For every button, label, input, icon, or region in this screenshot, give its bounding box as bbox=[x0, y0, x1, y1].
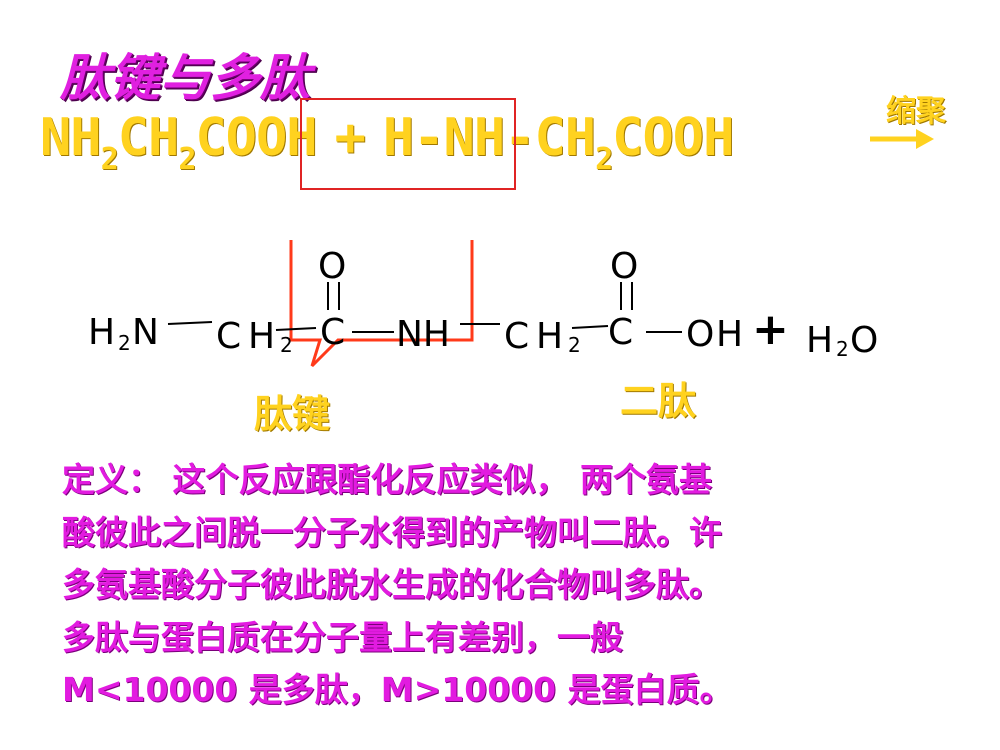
atom-h-amino: H bbox=[88, 312, 115, 353]
atom-c2: C bbox=[504, 316, 529, 357]
reaction-arrow-icon bbox=[870, 129, 934, 149]
definition-line: 多氨基酸分子彼此脱水生成的化合物叫多肽。 bbox=[62, 565, 722, 604]
bond-lines bbox=[167, 282, 682, 333]
atom-o-hydroxyl: O bbox=[686, 314, 714, 355]
atom-o-carbonyl-1: O bbox=[318, 246, 346, 287]
water-o: O bbox=[850, 320, 878, 361]
atom-o-carbonyl-2: O bbox=[610, 246, 638, 287]
reactant1-sub1: 2 bbox=[100, 142, 119, 177]
subscript-2-ch2-2: 2 bbox=[568, 333, 581, 357]
subscript-2-ch2-1: 2 bbox=[280, 333, 293, 357]
reactant2-cooh: COOH bbox=[612, 108, 734, 168]
atom-c-carbonyl-2: C bbox=[608, 312, 633, 353]
definition-line: 酸彼此之间脱一分子水得到的产物叫二肽。许 bbox=[62, 512, 722, 552]
peptide-bond-callout bbox=[289, 240, 474, 368]
reactant1-ch: CH bbox=[117, 108, 180, 168]
reaction-plus: + bbox=[334, 108, 366, 168]
atom-h-hydroxyl: H bbox=[716, 314, 743, 355]
peptide-bond-label: 肽键 bbox=[254, 392, 331, 436]
definition-line: 多肽与蛋白质在分子量上有差别，一般 bbox=[62, 617, 623, 657]
reactant2-nhch: NH-CH bbox=[443, 108, 597, 168]
atom-c1: C bbox=[216, 316, 241, 357]
highlight-box-water-removal bbox=[300, 98, 516, 190]
atom-n-amino: N bbox=[132, 312, 159, 353]
atom-h-ch2-2: H bbox=[536, 316, 563, 357]
definition-text: 定义： 这个反应跟酯化反应类似， 两个氨基 酸彼此之间脱一分子水得到的产物叫二肽… bbox=[62, 454, 962, 717]
reaction-condition: 缩聚 bbox=[886, 94, 946, 129]
dipeptide-label: 二肽 bbox=[620, 379, 697, 423]
reactant1-nh: NH bbox=[40, 108, 102, 168]
definition-line: 定义： 这个反应跟酯化反应类似， 两个氨基 bbox=[62, 460, 712, 499]
definition-line: M<10000 是多肽，M>10000 是蛋白质。 bbox=[62, 670, 733, 709]
page-title: 肽键与多肽 bbox=[60, 49, 310, 107]
dipeptide-structure: H 2 N C H 2 C O NH C H 2 C O O H + H 2 O bbox=[88, 240, 878, 368]
water-h: H bbox=[806, 320, 833, 361]
reactant2-h: H- bbox=[382, 108, 445, 168]
plus-sign: + bbox=[752, 304, 789, 355]
reactant1-sub2: 2 bbox=[178, 142, 196, 177]
atom-c-carbonyl-1: C bbox=[320, 312, 345, 353]
water-subscript-2: 2 bbox=[836, 337, 849, 361]
reactant2-sub: 2 bbox=[595, 142, 613, 177]
subscript-2-amino: 2 bbox=[118, 331, 131, 355]
reactant1-cooh: COOH bbox=[195, 108, 317, 168]
group-nh: NH bbox=[396, 314, 450, 355]
reaction-equation: NH2CH2COOH+H-NH-CH2COOH bbox=[40, 108, 734, 177]
atom-h-ch2-1: H bbox=[248, 316, 275, 357]
